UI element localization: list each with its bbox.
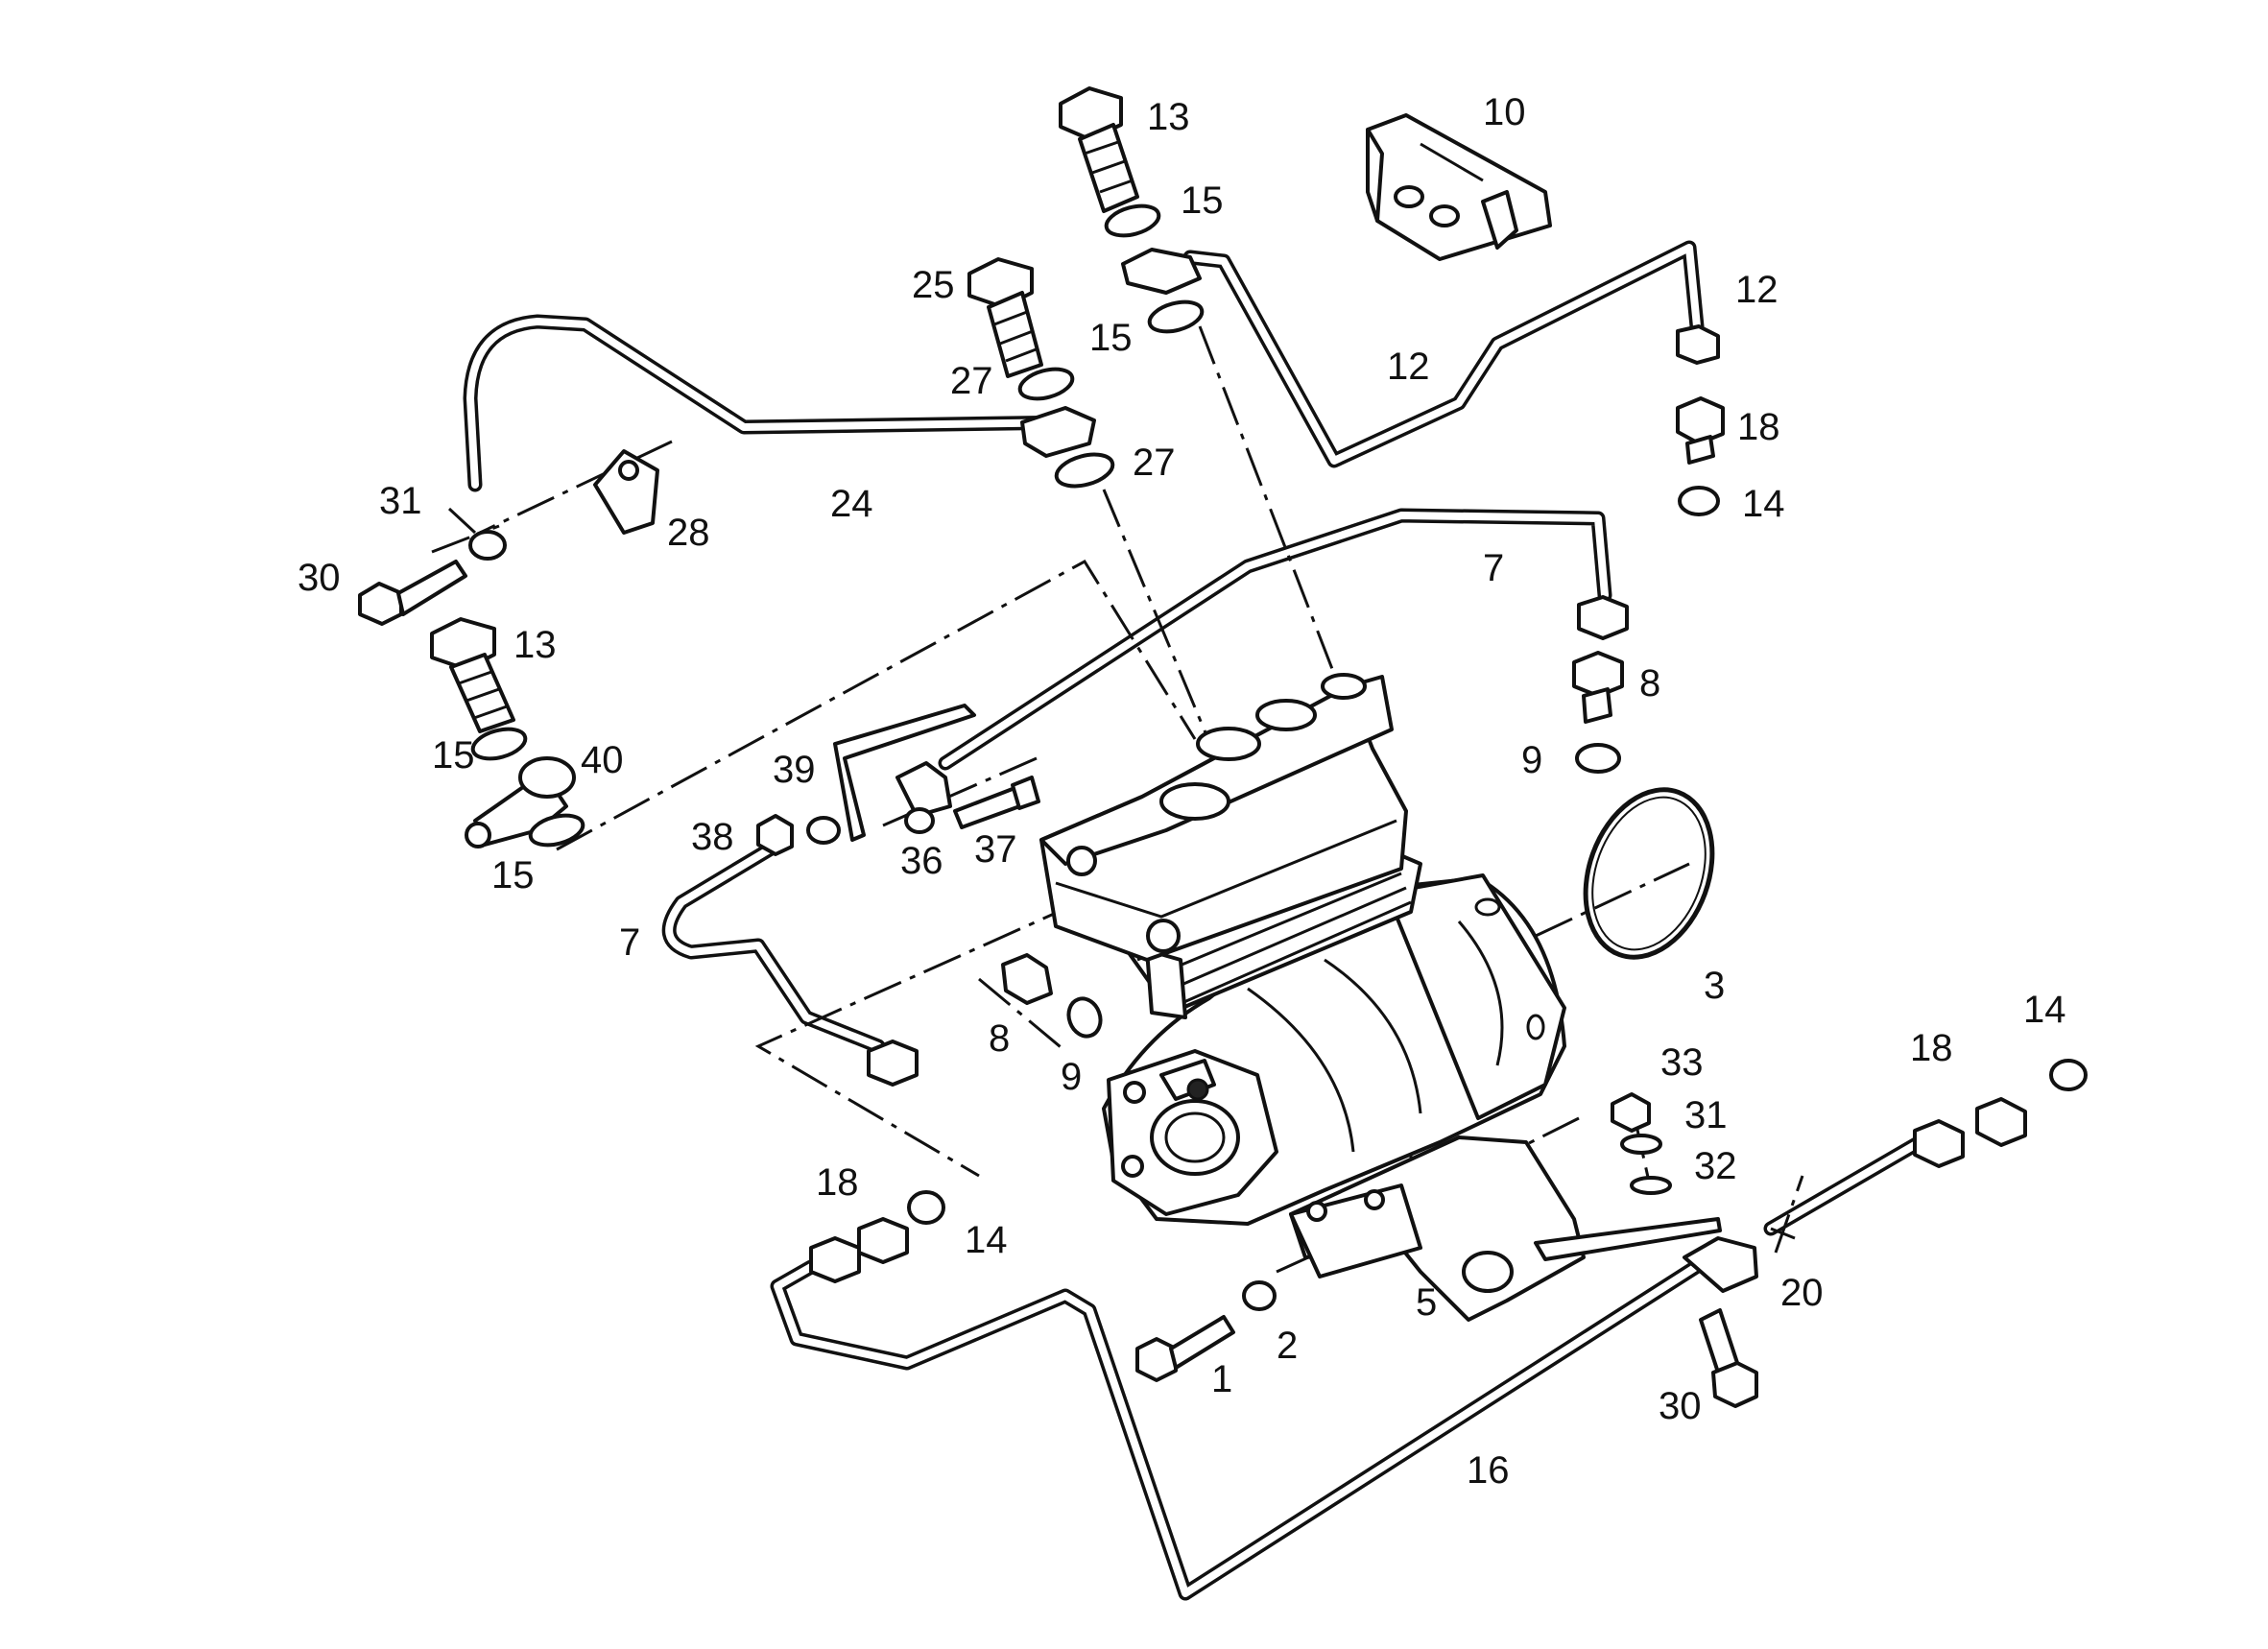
- callout-15d: 15: [491, 854, 535, 896]
- pipe-12: [1182, 240, 1705, 468]
- callout-14b: 14: [2023, 989, 2066, 1031]
- bolt-37: [953, 776, 1040, 829]
- callout-16: 16: [1467, 1449, 1510, 1492]
- callout-3: 3: [1704, 965, 1725, 1007]
- bracket-10: [1366, 113, 1552, 261]
- callout-15c: 15: [432, 734, 475, 777]
- bracket-39: [833, 704, 976, 842]
- nut-33: [1611, 1092, 1651, 1133]
- cylinder-head: [1039, 673, 1408, 962]
- callout-32: 32: [1694, 1145, 1737, 1187]
- callout-25: 25: [912, 264, 955, 306]
- banjo-bolt-13-top: [1059, 86, 1139, 213]
- callout-38: 38: [691, 816, 734, 858]
- bracket-5: [1289, 1135, 1722, 1322]
- callout-39: 39: [773, 749, 816, 791]
- banjo-fitting-12: [1121, 248, 1202, 295]
- callout-12a: 12: [1735, 269, 1779, 311]
- union-nut-16: [809, 1236, 861, 1283]
- callout-20: 20: [1780, 1272, 1824, 1314]
- union-nut-12: [1676, 324, 1720, 365]
- adapter-18-right: [1975, 1097, 2027, 1147]
- callout-10: 10: [1483, 91, 1526, 133]
- callout-37: 37: [974, 828, 1017, 871]
- bolt-30-left: [358, 560, 467, 626]
- adapter-18-upper: [1676, 396, 1725, 465]
- callout-30a: 30: [298, 557, 341, 599]
- callout-8a: 8: [1639, 662, 1660, 705]
- callout-14c: 14: [965, 1219, 1008, 1261]
- washers: [468, 203, 2088, 1311]
- adapter-8-upper: [1572, 651, 1624, 724]
- pipe-24: [463, 314, 1083, 492]
- callout-30b: 30: [1659, 1385, 1702, 1427]
- callouts: 13 10 15 25 15 12 12 27 18 27 31 24 14 2…: [298, 91, 2066, 1492]
- bolt-30-right: [1699, 1308, 1758, 1408]
- callout-15a: 15: [1181, 179, 1224, 222]
- union-nut-7-lower: [867, 1040, 919, 1087]
- callout-24: 24: [830, 483, 873, 525]
- banjo-bolt-13-left: [430, 617, 515, 733]
- callout-9b: 9: [1061, 1056, 1082, 1098]
- callout-36: 36: [900, 840, 943, 882]
- pipe-7-lower: [661, 837, 886, 1054]
- callout-7b: 7: [619, 921, 640, 964]
- callout-31b: 31: [1684, 1094, 1728, 1136]
- callout-33: 33: [1660, 1041, 1704, 1084]
- callout-13a: 13: [1147, 96, 1190, 138]
- adapter-18-left: [857, 1217, 909, 1264]
- callout-7a: 7: [1483, 547, 1504, 589]
- callout-18b: 18: [1910, 1027, 1953, 1069]
- callout-28: 28: [667, 512, 710, 554]
- bolt-1: [1135, 1315, 1235, 1382]
- fitting-20: [1683, 1236, 1758, 1293]
- callout-15b: 15: [1089, 317, 1133, 359]
- banjo-fitting-24: [1020, 406, 1096, 458]
- o-ring-3: [1583, 787, 1715, 960]
- mounting-flange: [1107, 1049, 1278, 1216]
- callout-12b: 12: [1387, 346, 1430, 388]
- callout-27b: 27: [1133, 442, 1176, 484]
- callout-9a: 9: [1521, 739, 1542, 781]
- callout-31a: 31: [379, 480, 422, 522]
- callout-13b: 13: [513, 624, 557, 666]
- callout-40: 40: [581, 739, 624, 781]
- adapter-8-lower: [1001, 953, 1053, 1005]
- callout-18c: 18: [816, 1161, 859, 1204]
- callout-27a: 27: [950, 360, 993, 402]
- nut-38: [756, 814, 794, 856]
- callout-2: 2: [1277, 1325, 1298, 1367]
- pipe-7-upper: [938, 508, 1612, 771]
- clip-28: [593, 449, 659, 535]
- callout-14a: 14: [1742, 483, 1785, 525]
- callout-1: 1: [1211, 1358, 1232, 1400]
- pipe-20: [1763, 1135, 1927, 1236]
- callout-18a: 18: [1737, 406, 1780, 448]
- leader-lines: [447, 507, 1796, 1240]
- callout-8b: 8: [989, 1017, 1010, 1060]
- pipe-16: [770, 1257, 1707, 1601]
- callout-5: 5: [1416, 1281, 1437, 1324]
- banjo-fitting-40: [465, 756, 576, 848]
- banjo-bolt-25: [967, 257, 1043, 378]
- union-nut-20: [1913, 1119, 1965, 1168]
- union-nut-7: [1577, 595, 1629, 640]
